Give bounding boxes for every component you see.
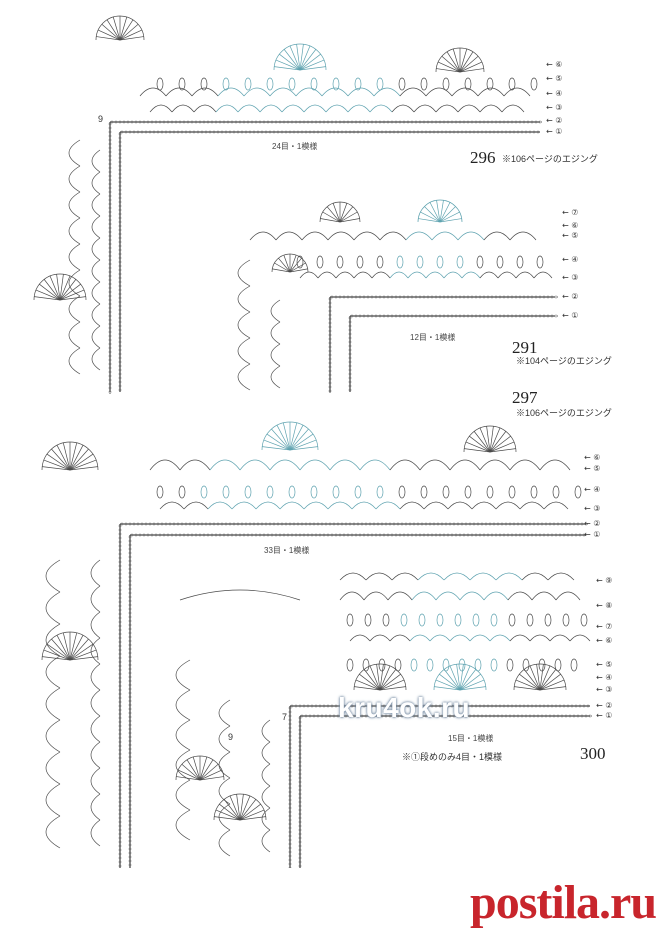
repeat-label-296: 24目・1模様 [270, 141, 320, 152]
row-label: ← ① [596, 711, 613, 720]
row-label: ← ③ [546, 103, 563, 112]
row-label: ← ⑥ [562, 221, 579, 230]
row-label: ← ① [546, 127, 563, 136]
corner-row-label-296: 9 [98, 114, 104, 124]
row-label: ← ⑧ [596, 601, 613, 610]
row-label: ← ⑥ [546, 60, 563, 69]
diagram-300 [175, 572, 592, 870]
row-label: ← ② [546, 116, 563, 125]
row-label: ← ⑤ [584, 464, 601, 473]
row-label: ← ⑥ [584, 453, 601, 462]
pattern-number-296: 296 [470, 148, 496, 167]
corner-row-label-300-a: 7 [282, 712, 288, 722]
repeat-label-300: 15目・1模様 [446, 733, 496, 744]
diagram-297 [41, 421, 588, 871]
diagram-291 [237, 199, 558, 393]
row-label: ← ⑤ [596, 660, 613, 669]
row-label: ← ③ [596, 685, 613, 694]
footer-band [0, 868, 660, 947]
pattern-number-291: 291 [512, 338, 538, 357]
row-label: ← ② [562, 292, 579, 301]
row-label: ← ⑦ [596, 622, 613, 631]
row-label: ← ③ [562, 273, 579, 282]
row-label: ← ③ [584, 504, 601, 513]
brand-watermark: postila.ru [470, 876, 657, 929]
pattern-note-296: ※106ページのエジング [502, 154, 598, 164]
row-label: ← ⑨ [596, 576, 613, 585]
corner-row-label-300-b: 9 [228, 732, 234, 742]
repeat-label-297: 33目・1模様 [262, 545, 312, 556]
row-label: ← ④ [562, 255, 579, 264]
pattern-note-300: ※①段めのみ4目・1模様 [402, 752, 503, 762]
row-label: ← ② [596, 701, 613, 710]
row-label: ← ① [584, 530, 601, 539]
row-label: ← ⑤ [562, 231, 579, 240]
diagram-296 [33, 15, 542, 394]
row-label: ← ① [562, 311, 579, 320]
pattern-note-297: ※106ページのエジング [516, 408, 612, 418]
pattern-number-300: 300 [580, 744, 606, 763]
row-label: ← ④ [584, 485, 601, 494]
row-label: ← ⑥ [596, 636, 613, 645]
row-label: ← ⑦ [562, 208, 579, 217]
row-label: ← ② [584, 519, 601, 528]
pattern-number-297: 297 [512, 388, 538, 407]
row-label: ← ④ [596, 673, 613, 682]
row-label: ← ④ [546, 89, 563, 98]
row-label: ← ⑤ [546, 74, 563, 83]
pattern-note-291: ※104ページのエジング [516, 356, 612, 366]
site-watermark: kru4ok.ru [338, 692, 471, 723]
repeat-label-291: 12目・1模様 [408, 332, 458, 343]
